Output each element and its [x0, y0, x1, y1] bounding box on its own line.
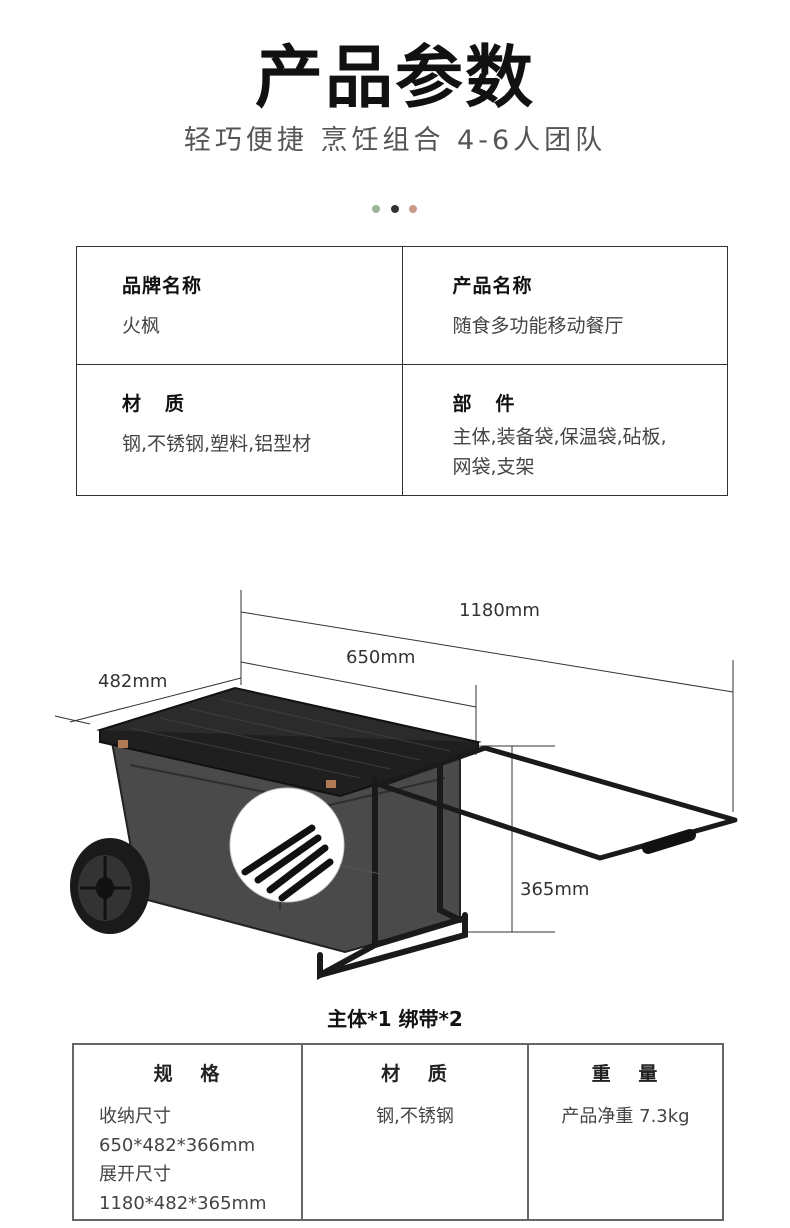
dim-width: 482mm: [98, 671, 168, 692]
parts-value-line1: 主体,装备袋,保温袋,砧板,: [452, 426, 667, 448]
dot-black: [391, 205, 399, 213]
dot-green: [372, 205, 380, 213]
mesh-grid: [129, 698, 451, 779]
cart-frame: [317, 762, 468, 981]
spec-table: 规 格 收纳尺寸 650*482*366mm 展开尺寸 1180*482*365…: [72, 1043, 724, 1221]
cart-wheel: [70, 838, 150, 934]
dot-pink: [409, 205, 417, 213]
cart-handle: [377, 745, 738, 861]
parts-cell: 部 件 主体,装备袋,保温袋,砧板, 网袋,支架: [401, 364, 728, 496]
spec-weight-header: 重 量: [591, 1063, 660, 1085]
spec-weight-cell: 重 量 产品净重 7.3kg: [527, 1043, 724, 1221]
dimension-lines: [54, 590, 734, 933]
material-cell: 材 质 钢,不锈钢,塑料,铝型材: [76, 364, 403, 496]
dim-total-length: 1180mm: [459, 600, 540, 621]
brand-label: 品牌名称: [122, 275, 203, 297]
product-name-cell: 产品名称 随食多功能移动餐厅: [401, 246, 728, 365]
folded-size-label: 收纳尺寸: [99, 1106, 171, 1127]
brand-value: 火枫: [122, 315, 161, 337]
page-title: 产品参数: [254, 39, 535, 118]
product-name-label: 产品名称: [452, 275, 533, 297]
product-info-table: 品牌名称 火枫 产品名称 随食多功能移动餐厅 材 质 钢,不锈钢,塑料,铝型材 …: [76, 246, 728, 496]
spec-size-header: 规 格: [153, 1063, 222, 1085]
product-cart-illustration: [54, 590, 738, 981]
spec-material-cell: 材 质 钢,不锈钢: [301, 1043, 529, 1221]
product-name-value: 随食多功能移动餐厅: [452, 315, 624, 337]
spec-material-header: 材 质: [381, 1063, 449, 1085]
unfolded-size-value: 1180*482*365mm: [99, 1193, 267, 1214]
spec-size-cell: 规 格 收纳尺寸 650*482*366mm 展开尺寸 1180*482*365…: [72, 1043, 303, 1221]
spec-material-value: 钢,不锈钢: [376, 1106, 454, 1127]
parts-value-line2: 网袋,支架: [452, 456, 535, 478]
strap-inset: [229, 787, 386, 903]
dim-height: 365mm: [520, 879, 590, 900]
material-label: 材 质: [122, 393, 185, 415]
spec-weight-value: 产品净重 7.3kg: [561, 1106, 690, 1127]
unfolded-size-label: 展开尺寸: [99, 1164, 171, 1185]
folded-size-value: 650*482*366mm: [99, 1135, 256, 1156]
dim-body-length: 650mm: [346, 647, 416, 668]
brand-cell: 品牌名称 火枫: [76, 246, 403, 365]
material-value: 钢,不锈钢,塑料,铝型材: [122, 433, 312, 455]
package-contents-caption: 主体*1 绑带*2: [327, 1007, 463, 1031]
parts-label: 部 件: [452, 393, 516, 415]
page-subtitle: 轻巧便捷 烹饪组合 4-6人团队: [183, 125, 607, 156]
